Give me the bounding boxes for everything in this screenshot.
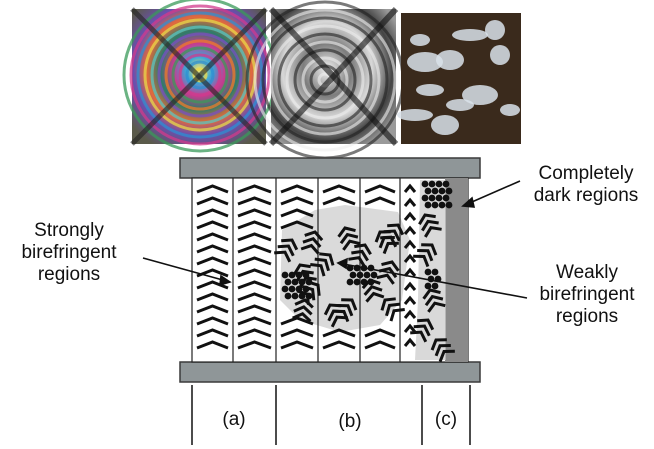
panel-separators [191, 385, 471, 445]
micrograph-strongly-birefringent [122, 0, 278, 153]
label-pointers [142, 180, 528, 299]
panel-label-b: (b) [338, 411, 362, 432]
dark-region [445, 178, 468, 362]
bottom-plate [179, 361, 481, 383]
panel-label-c: (c) [434, 409, 458, 430]
chevron-molecules [196, 183, 455, 363]
label-strongly-birefringent: Strongly birefringent regions [21, 220, 117, 285]
cell-dividers [232, 178, 401, 362]
micrograph-dark [397, 13, 521, 144]
label-weakly-birefringent: Weakly birefringent regions [539, 262, 635, 327]
label-completely-dark: Completely dark regions [533, 163, 639, 206]
top-plate [179, 157, 481, 179]
panel-label-a: (a) [222, 409, 246, 430]
micrograph-mixed [245, 0, 405, 160]
focal-conic-dots [281, 180, 453, 300]
